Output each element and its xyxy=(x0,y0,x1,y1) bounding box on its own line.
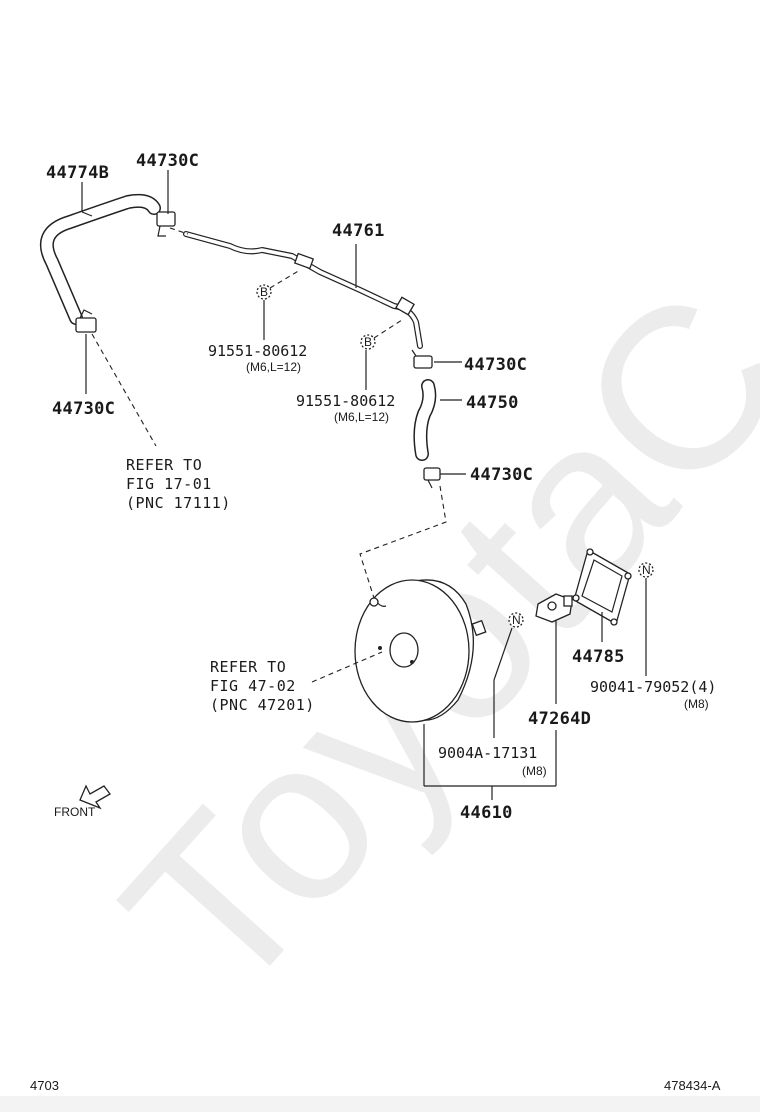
hose-upper-44774b xyxy=(40,193,161,325)
label-44761[interactable]: 44761 xyxy=(332,221,385,241)
label-91551-80612-b[interactable]: 91551-80612 xyxy=(296,392,395,410)
bolt-marker-1: B xyxy=(256,284,272,300)
label-44774b[interactable]: 44774B xyxy=(46,163,109,183)
clamp-mid-44730c xyxy=(411,349,433,369)
bolt-marker-2-letter: B xyxy=(364,335,372,349)
ref1-line3: (PNC 17111) xyxy=(126,494,231,512)
nut-marker-2: N xyxy=(508,612,524,628)
ref2-line2[interactable]: FIG 47-02 xyxy=(210,677,296,695)
label-91551-80612-a-spec: (M6,L=12) xyxy=(246,360,301,374)
label-47264d[interactable]: 47264D xyxy=(528,709,591,729)
label-44610[interactable]: 44610 xyxy=(460,803,513,823)
label-44730c-top[interactable]: 44730C xyxy=(136,151,199,171)
ref2-line3: (PNC 47201) xyxy=(210,696,315,714)
label-44730c-lower[interactable]: 44730C xyxy=(470,465,533,485)
leader-lines xyxy=(81,170,647,800)
ref1-line1: REFER TO xyxy=(126,456,202,474)
label-9004a-17131[interactable]: 9004A-17131 xyxy=(438,744,537,762)
brake-booster-44610 xyxy=(354,579,487,723)
label-90041-79052-spec: (M8) xyxy=(684,697,709,711)
bracket-47264d xyxy=(535,593,573,623)
clamp-left-44730c xyxy=(75,309,97,333)
ref1-line2[interactable]: FIG 17-01 xyxy=(126,475,212,493)
label-44730c-mid[interactable]: 44730C xyxy=(464,355,527,375)
ref2-line1: REFER TO xyxy=(210,658,286,676)
bolt-marker-1-letter: B xyxy=(260,285,268,299)
hose-lower-44750 xyxy=(413,379,437,461)
label-44730c-left[interactable]: 44730C xyxy=(52,399,115,419)
label-91551-80612-a[interactable]: 91551-80612 xyxy=(208,342,307,360)
clamp-top-44730c xyxy=(156,211,176,237)
clamp-lower-44730c xyxy=(423,467,441,489)
front-arrow-icon xyxy=(79,784,111,810)
label-90041-79052[interactable]: 90041-79052(4) xyxy=(590,678,716,696)
front-label: FRONT xyxy=(54,805,96,819)
gasket-44785 xyxy=(572,548,632,626)
nut-marker-2-letter: N xyxy=(512,613,521,627)
label-9004a-17131-spec: (M8) xyxy=(522,764,547,778)
footer-illustration-id: 478434-A xyxy=(664,1078,721,1093)
label-91551-80612-b-spec: (M6,L=12) xyxy=(334,410,389,424)
label-44785[interactable]: 44785 xyxy=(572,647,625,667)
tube-44761 xyxy=(183,231,423,349)
footer-page-code: 4703 xyxy=(30,1078,59,1093)
label-44750[interactable]: 44750 xyxy=(466,393,519,413)
nut-marker-1-letter: N xyxy=(642,563,651,577)
nut-marker-1: N xyxy=(638,562,654,578)
bolt-marker-2: B xyxy=(360,334,376,350)
footer-bar xyxy=(0,1096,760,1112)
